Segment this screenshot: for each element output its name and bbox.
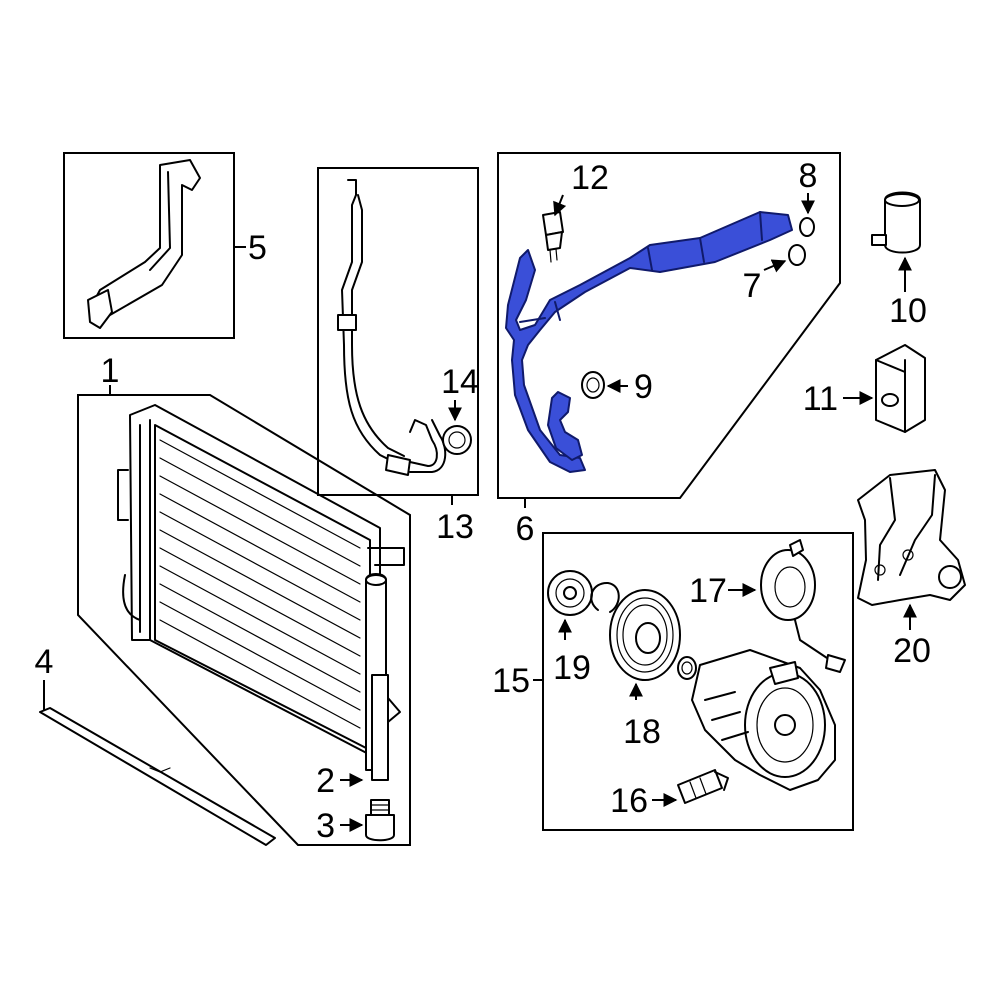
callout-5: 5 (248, 229, 267, 267)
receiver-drier[interactable] (365, 573, 389, 781)
valve-cover-11[interactable] (875, 344, 926, 433)
callout-18: 18 (623, 713, 661, 751)
callout-9: 9 (634, 368, 653, 406)
callout-6: 6 (516, 510, 535, 548)
callout-12: 12 (571, 159, 609, 197)
callout-11: 11 (803, 380, 838, 418)
compressor-group-outline (542, 532, 854, 831)
drier-plug[interactable] (365, 799, 395, 842)
pulley-ring[interactable] (677, 656, 697, 680)
callout-7: 7 (743, 267, 762, 305)
compressor-body[interactable] (691, 649, 836, 791)
condenser-group-outline (77, 394, 411, 846)
callout-2: 2 (316, 762, 335, 800)
pressure-sensor[interactable] (542, 211, 564, 263)
callout-14: 14 (441, 363, 479, 401)
discharge-hose-highlighted[interactable] (505, 211, 793, 473)
snap-ring[interactable] (590, 581, 620, 613)
callout-15: 15 (492, 662, 530, 700)
air-guide-bracket[interactable] (87, 159, 201, 329)
callout-19: 19 (553, 649, 591, 687)
leader-lines (43, 193, 917, 832)
callout-4: 4 (35, 643, 54, 681)
callout-13: 13 (436, 508, 474, 546)
o-ring-7[interactable] (788, 244, 806, 266)
callout-17: 17 (689, 572, 727, 610)
pulley-18[interactable] (609, 589, 681, 681)
callout-3: 3 (316, 807, 335, 845)
callout-1: 1 (101, 352, 120, 390)
suction-line-seal[interactable] (442, 425, 472, 455)
callout-10: 10 (889, 292, 927, 330)
discharge-hose-group-outline (497, 152, 841, 499)
field-coil-17[interactable] (760, 539, 846, 673)
callout-16: 16 (610, 782, 648, 820)
seal-strip[interactable] (39, 707, 276, 846)
compressor-bracket-20[interactable] (857, 469, 966, 606)
suction-hose-group-outline (317, 167, 479, 496)
o-ring-9[interactable] (581, 371, 605, 399)
callout-8: 8 (799, 157, 818, 195)
callout-20: 20 (893, 632, 931, 670)
callouts: 1 2 3 4 5 6 7 8 9 10 11 12 13 14 15 16 1… (35, 157, 931, 845)
condenser[interactable] (117, 404, 405, 761)
expansion-valve-10[interactable] (871, 191, 921, 254)
suction-line[interactable] (337, 179, 447, 476)
duct-group-outline (63, 152, 235, 339)
o-ring-8[interactable] (799, 217, 815, 237)
relief-valve-16[interactable] (677, 769, 729, 804)
pressure-plate-19[interactable] (547, 570, 593, 616)
